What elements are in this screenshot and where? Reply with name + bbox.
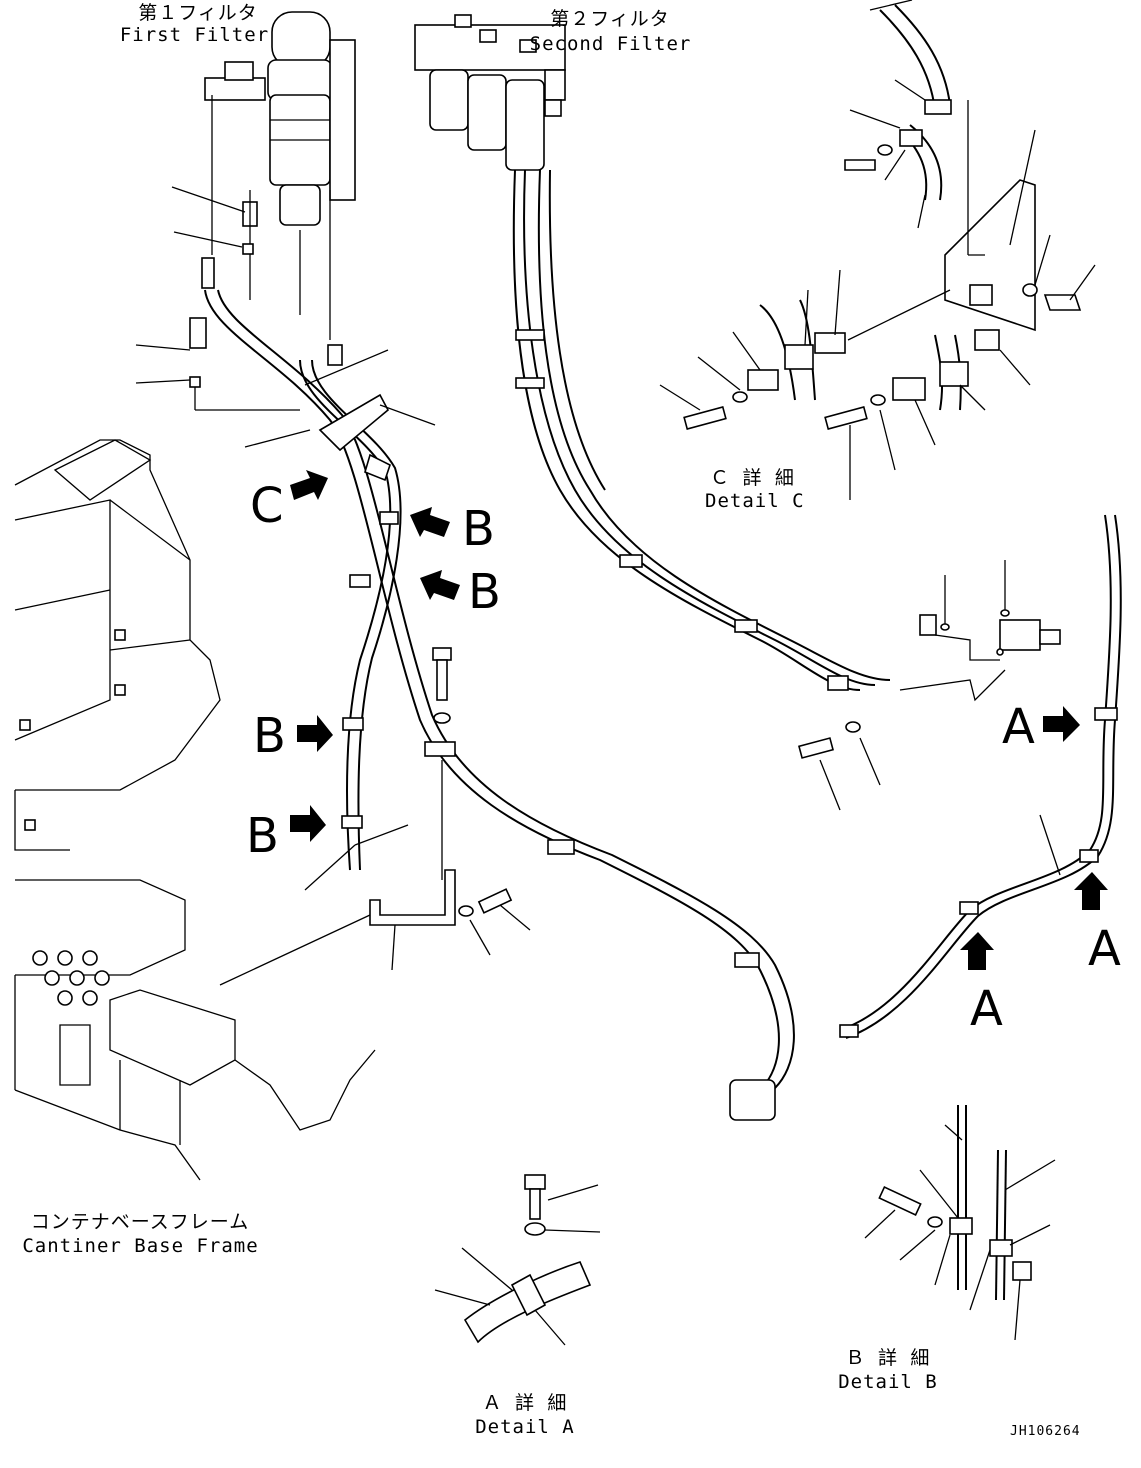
drawing-code: JH106264: [1010, 1424, 1081, 1439]
detail-b-label-jp: Ｂ 詳 細: [845, 1347, 931, 1369]
detail-a-label-en: Detail A: [475, 1416, 575, 1438]
arrow-b1: [410, 507, 450, 537]
container-base-frame: [14, 439, 376, 1181]
view-marker-b-3: B: [253, 708, 286, 764]
view-marker-c: C: [250, 478, 284, 534]
detail-c-label-en: Detail C: [705, 490, 805, 512]
arrow-a1: [1043, 706, 1080, 742]
view-arrows: [290, 470, 1108, 970]
first-filter-label-en: First Filter: [119, 24, 270, 46]
first-filter-label-jp: 第１フィルタ: [138, 2, 258, 24]
view-marker-a-3: A: [970, 981, 1003, 1037]
detail-a-drawing: [434, 1174, 601, 1346]
arrow-b2: [420, 570, 460, 600]
second-filter-label-en: Second Filter: [529, 33, 692, 55]
second-filter-assembly: [414, 14, 566, 171]
first-filter-assembly: [135, 11, 356, 411]
view-marker-a-2: A: [1088, 921, 1121, 977]
detail-c-label-jp: Ｃ 詳 細: [710, 467, 795, 489]
arrow-a3: [960, 932, 994, 970]
detail-b-drawing: [864, 1105, 1056, 1341]
view-marker-b-1: B: [462, 501, 495, 557]
arrow-b3: [297, 715, 333, 752]
view-marker-b-4: B: [246, 808, 279, 864]
second-filter-label-jp: 第２フィルタ: [550, 8, 670, 30]
detail-b-label-en: Detail B: [838, 1371, 938, 1393]
view-marker-a-1: A: [1002, 699, 1035, 755]
arrow-b4: [290, 805, 326, 842]
hose-routes: [204, 169, 1122, 1121]
arrow-c: [290, 470, 328, 500]
detail-c-drawing: [659, 0, 1096, 500]
base-frame-label-jp: コンテナベースフレーム: [30, 1211, 250, 1233]
support-bracket: [219, 647, 531, 986]
pump-fittings: [798, 560, 1061, 876]
arrow-a2: [1074, 872, 1108, 910]
view-marker-b-2: B: [468, 564, 501, 620]
detail-a-label-jp: Ａ 詳 細: [482, 1392, 568, 1414]
leader-lines: [244, 349, 436, 448]
base-frame-label-en: Cantiner Base Frame: [22, 1235, 259, 1257]
